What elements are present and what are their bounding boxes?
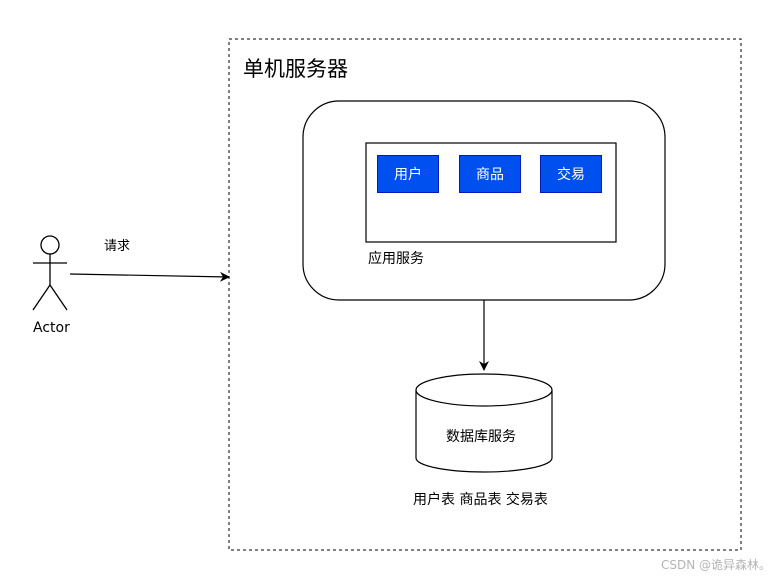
database-tables-label: 用户表 商品表 交易表 (413, 492, 548, 508)
app-service-label: 应用服务 (368, 251, 424, 267)
module-goods: 商品 (459, 155, 521, 193)
module-user-label: 用户 (394, 167, 422, 183)
actor-icon (32, 235, 68, 311)
module-goods-label: 商品 (476, 167, 504, 183)
request-label: 请求 (104, 239, 131, 254)
watermark: CSDN @诡异森林。 (660, 558, 771, 572)
actor-label: Actor (33, 320, 70, 336)
request-arrow (69, 271, 230, 282)
database-label: 数据库服务 (446, 429, 516, 445)
server-boundary (228, 38, 742, 551)
module-user: 用户 (377, 155, 439, 193)
module-trade: 交易 (540, 155, 602, 193)
database-cylinder (415, 373, 553, 473)
server-title: 单机服务器 (243, 57, 348, 81)
module-trade-label: 交易 (557, 167, 585, 183)
